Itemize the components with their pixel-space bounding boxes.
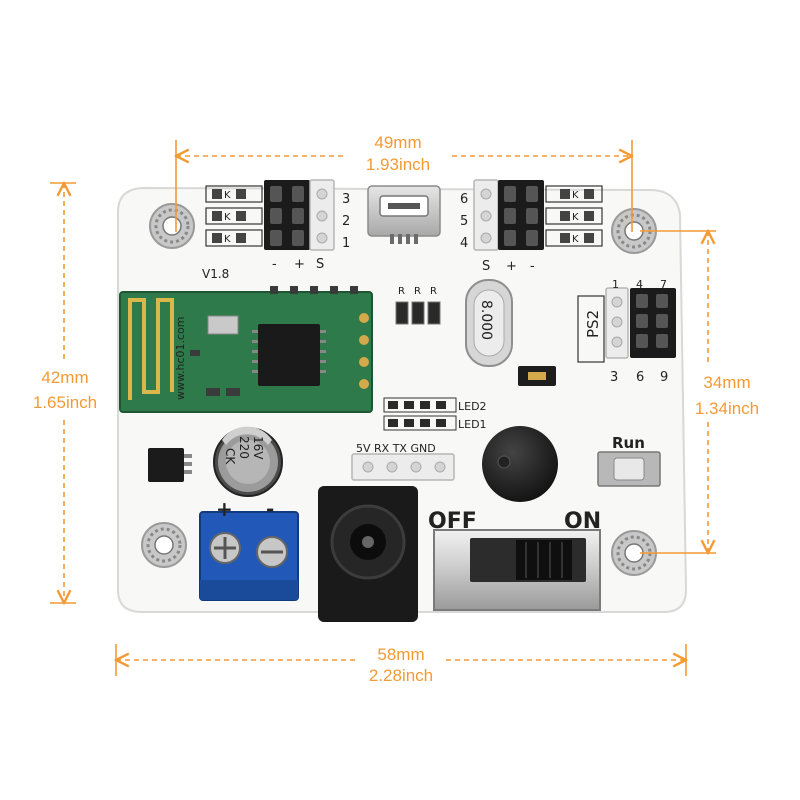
- bluetooth-module-url: www.hc01.com: [174, 317, 187, 400]
- servo-right-pin-5: 5: [460, 214, 468, 229]
- servo-left-pin-1: 1: [342, 236, 350, 251]
- buzzer: [482, 426, 558, 502]
- svg-text:K: K: [572, 190, 579, 201]
- run-label: Run: [612, 434, 645, 452]
- uart-label: 5V RX TX GND: [356, 442, 436, 455]
- svg-text:K: K: [572, 212, 579, 223]
- crystal-frequency: 8.000: [478, 300, 494, 340]
- bluetooth-module: [119, 291, 373, 413]
- micro-usb-port: [367, 185, 441, 244]
- capacitor-voltage: 16V: [251, 436, 265, 460]
- mounting-hole-bottom-right: [611, 530, 657, 576]
- dimension-lines: [50, 140, 716, 676]
- resistor-label-3: R: [430, 286, 437, 297]
- led-row: [383, 397, 457, 431]
- ps2-label: PS2: [584, 310, 602, 338]
- servo-left-pin-2: 2: [342, 214, 350, 229]
- left-dimension-inch: 1.65inch: [32, 393, 98, 412]
- voltage-regulator: [148, 448, 192, 482]
- uart-header: [351, 453, 455, 481]
- led1-label: LED1: [458, 418, 487, 431]
- capacitor-value: 220: [237, 436, 251, 459]
- bottom-dimension-inch: 2.28inch: [368, 666, 434, 685]
- servo-header-right: K K K: [473, 179, 603, 251]
- resistor-label-1: R: [398, 286, 405, 297]
- svg-text:K: K: [224, 212, 231, 223]
- servo-left-polarity-plus: +: [294, 257, 305, 272]
- ps2-top-pin-7: 7: [660, 278, 667, 291]
- svg-text:K: K: [224, 234, 231, 245]
- right-dimension-inch: 1.34inch: [694, 399, 760, 418]
- resistor-array: [395, 301, 441, 325]
- servo-right-polarity-plus: +: [506, 259, 517, 274]
- ps2-bottom-pin-3: 3: [610, 370, 618, 385]
- ps2-header: [577, 287, 676, 363]
- board-version: V1.8: [202, 267, 229, 281]
- top-dimension-inch: 1.93inch: [365, 155, 431, 174]
- ps2-top-pin-4: 4: [636, 278, 643, 291]
- led2-label: LED2: [458, 400, 487, 413]
- right-dimension-mm: 34mm: [703, 373, 751, 392]
- run-button: [597, 451, 661, 487]
- mounting-hole-top-left: [149, 203, 195, 249]
- terminal-minus-label: -: [266, 497, 274, 521]
- servo-header-left: K K K: [205, 179, 335, 251]
- dc-barrel-jack: [318, 486, 418, 622]
- top-dimension-mm: 49mm: [374, 133, 422, 152]
- svg-text:K: K: [572, 234, 579, 245]
- svg-text:K: K: [224, 190, 231, 201]
- switch-on-label: ON: [564, 509, 601, 534]
- capacitor-brand: CK: [223, 448, 237, 465]
- power-terminal-block: [199, 511, 299, 601]
- servo-right-polarity-minus: -: [530, 259, 535, 274]
- servo-left-polarity-signal: S: [316, 257, 324, 272]
- left-dimension-mm: 42mm: [41, 368, 89, 387]
- servo-right-pin-4: 4: [460, 236, 468, 251]
- ps2-bottom-pin-6: 6: [636, 370, 644, 385]
- ps2-top-pin-1: 1: [612, 278, 619, 291]
- servo-left-pin-3: 3: [342, 192, 350, 207]
- terminal-plus-label: +: [216, 497, 233, 521]
- resistor-label-2: R: [414, 286, 421, 297]
- ps2-bottom-pin-9: 9: [660, 370, 668, 385]
- servo-left-polarity-minus: -: [272, 257, 277, 272]
- bottom-dimension-mm: 58mm: [377, 645, 425, 664]
- jumper: [518, 366, 556, 386]
- crystal-oscillator: [465, 279, 513, 367]
- servo-right-pin-6: 6: [460, 192, 468, 207]
- mounting-hole-bottom-left: [141, 522, 187, 568]
- switch-off-label: OFF: [428, 509, 477, 534]
- electrolytic-capacitor: [213, 426, 283, 497]
- servo-right-polarity-signal: S: [482, 259, 490, 274]
- module-pin-row: [270, 286, 358, 294]
- power-slide-switch: [433, 529, 601, 611]
